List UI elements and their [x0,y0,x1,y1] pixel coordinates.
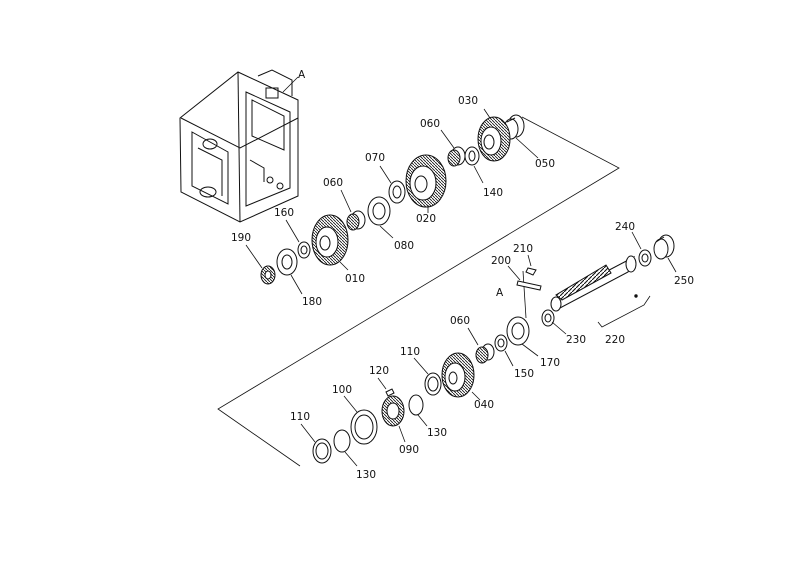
sleeve-100 [350,409,378,445]
label-090: 090 [399,444,419,456]
bearing-170 [506,316,530,346]
key-120 [385,388,395,397]
needle-bearing-060-a [447,146,466,167]
label-240: 240 [615,221,635,233]
cotter-210 [525,267,537,276]
needle-bearing-060-c [475,343,495,364]
bearing-070 [388,180,406,204]
label-180: 180 [302,296,322,308]
label-020: 020 [416,213,436,225]
synchro-hub-090 [381,395,405,427]
nut-190 [260,265,276,285]
snap-ring-130-a [408,394,424,416]
connector-lines [217,116,651,467]
label-120: 120 [369,365,389,377]
label-130-lower: 130 [356,469,376,481]
gear-040 [441,352,475,398]
label-130-upper: 130 [427,427,447,439]
label-190: 190 [231,232,251,244]
ring-110-a [424,372,442,396]
label-100: 100 [332,384,352,396]
label-030: 030 [458,95,478,107]
pin-200 [516,280,542,291]
housing-ref-label: A [298,69,306,81]
label-110-upper: 110 [400,346,420,358]
label-250: 250 [674,275,694,287]
label-060-upper-right: 060 [420,118,440,130]
label-040: 040 [474,399,494,411]
label-140: 140 [483,187,503,199]
snap-ring-130-b [333,429,351,453]
collar-230 [541,309,555,327]
gear-030 [477,116,511,162]
label-shaft-ref: A [496,287,504,299]
label-080: 080 [394,240,414,252]
label-230: 230 [566,334,586,346]
label-150: 150 [514,368,534,380]
label-010: 010 [345,273,365,285]
output-shaft [550,255,638,312]
label-070: 070 [365,152,385,164]
part-labels: 030 050 060 140 070 020 060 080 160 010 … [231,95,694,481]
label-110-lower: 110 [290,411,310,423]
label-170: 170 [540,357,560,369]
bearing-180 [276,248,298,276]
label-160: 160 [274,207,294,219]
label-050: 050 [535,158,555,170]
label-200: 200 [491,255,511,267]
label-210: 210 [513,243,533,255]
gear-020 [405,154,447,208]
needle-bearing-250 [653,234,675,260]
label-220: 220 [605,334,625,346]
ring-110-b [312,438,332,464]
label-060-lower: 060 [450,315,470,327]
label-060-upper-left: 060 [323,177,343,189]
washer-150 [494,334,508,352]
transmission-housing [179,69,299,223]
washer-160 [297,241,311,259]
washer-140 [464,146,480,166]
gear-010 [311,214,349,266]
needle-bearing-060-b [346,210,366,231]
bearing-080 [367,196,391,226]
ring-240 [638,249,652,267]
